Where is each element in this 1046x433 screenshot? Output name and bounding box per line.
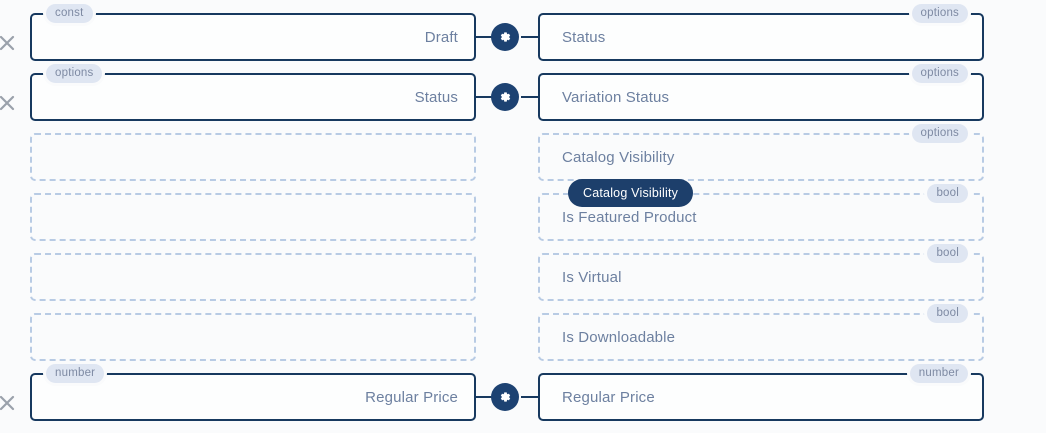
- source-field[interactable]: [30, 193, 476, 241]
- mapping-connector: [476, 83, 538, 111]
- mapping-row: bool Is Virtual: [0, 244, 1046, 313]
- gear-icon-glyph: [500, 32, 511, 42]
- connector-wire-left: [476, 96, 493, 98]
- source-type-badge: const: [46, 4, 93, 23]
- target-field[interactable]: bool Is Downloadable: [538, 304, 984, 361]
- source-field-label: Regular Price: [365, 388, 458, 406]
- target-field-label: Is Virtual: [562, 268, 622, 286]
- target-type-badge: bool: [927, 304, 968, 323]
- mapping-connector: [476, 383, 538, 411]
- target-type-badge: bool: [927, 244, 968, 263]
- target-field-label: Is Featured Product: [562, 208, 697, 226]
- gear-icon[interactable]: [491, 23, 519, 51]
- target-type-badge: options: [911, 124, 968, 143]
- connector-wire-right: [521, 36, 538, 38]
- gear-icon[interactable]: [491, 383, 519, 411]
- target-type-badge: number: [909, 364, 968, 383]
- target-type-badge: options: [911, 4, 968, 23]
- source-type-badge: number: [46, 364, 105, 383]
- source-field[interactable]: [30, 253, 476, 301]
- target-field-label: Catalog Visibility: [562, 148, 675, 166]
- source-field[interactable]: [30, 313, 476, 361]
- close-x-icon[interactable]: [0, 93, 17, 113]
- target-type-badge: options: [911, 64, 968, 83]
- gear-icon-glyph: [500, 392, 511, 402]
- connector-wire-left: [476, 396, 493, 398]
- target-field-label: Variation Status: [562, 88, 670, 106]
- gear-icon[interactable]: [491, 83, 519, 111]
- target-field[interactable]: bool Is Virtual: [538, 244, 984, 301]
- target-field-label: Status: [562, 28, 606, 46]
- source-field-label: Draft: [424, 28, 458, 46]
- connector-wire-right: [521, 396, 538, 398]
- close-x-icon[interactable]: [0, 393, 17, 413]
- mapping-row: bool Is Downloadable: [0, 304, 1046, 373]
- field-tooltip: Catalog Visibility: [568, 179, 694, 207]
- target-type-badge: bool: [927, 184, 968, 203]
- mapping-connector: [476, 23, 538, 51]
- gear-icon-glyph: [500, 92, 511, 102]
- source-type-badge: options: [46, 64, 103, 83]
- target-field-label: Is Downloadable: [562, 328, 676, 346]
- connector-wire-right: [521, 96, 538, 98]
- source-field-label: Status: [414, 88, 458, 106]
- close-x-icon[interactable]: [0, 33, 17, 53]
- connector-wire-left: [476, 36, 493, 38]
- mapping-row: bool Is Featured Product: [0, 184, 1046, 253]
- source-field[interactable]: [30, 133, 476, 181]
- target-field-label: Regular Price: [562, 388, 655, 406]
- target-field[interactable]: bool Is Featured Product: [538, 184, 984, 241]
